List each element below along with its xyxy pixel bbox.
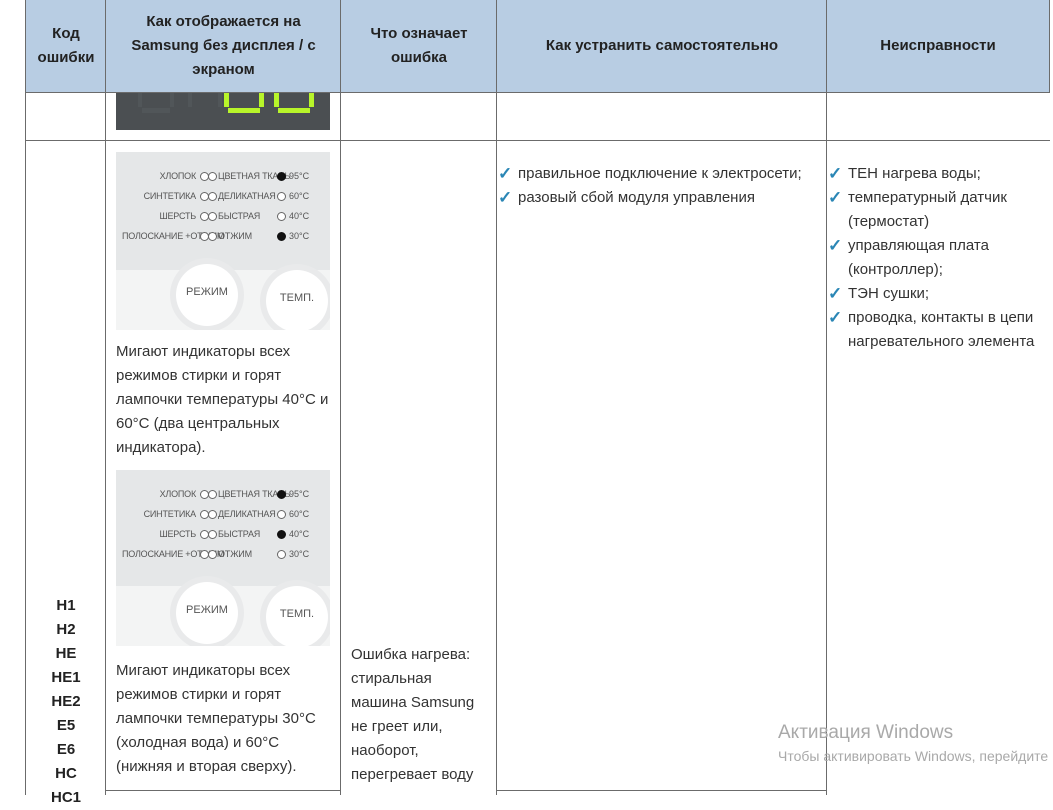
- header-code: Код ошибки: [26, 0, 106, 92]
- error-code: HE: [55, 645, 77, 662]
- error-code: HE2: [51, 693, 81, 710]
- check-icon: ✓: [498, 164, 513, 183]
- error-code: E6: [56, 741, 76, 758]
- error-meaning: Ошибка нагрева: стиральная машина Samsun…: [351, 646, 475, 783]
- mode-button: РЕЖИМ: [176, 582, 238, 644]
- segment-display-image: [116, 93, 330, 130]
- list-item: ✓правильное подключение к электросети;: [498, 162, 818, 186]
- check-icon: ✓: [828, 284, 843, 303]
- check-icon: ✓: [828, 308, 843, 327]
- list-item: ✓температурный датчик (термостат): [828, 188, 1007, 230]
- display-caption-2: Мигают индикаторы всех режимов стирки и …: [116, 662, 316, 775]
- list-item: ✓разовый сбой модуля управления: [498, 186, 818, 210]
- error-code: HE1: [51, 669, 81, 686]
- header-display: Как отображается на Samsung без дисплея …: [106, 0, 341, 92]
- windows-activation-title: Активация Windows: [778, 722, 954, 743]
- list-item: ✓ТЭН сушки;: [828, 282, 1043, 306]
- error-code-list: H1 H2 HE HE1 HE2 E5 E6 HC HC1: [26, 594, 106, 810]
- error-code: E5: [56, 717, 76, 734]
- faults-list: ✓ТЕН нагрева воды; ✓температурный датчик…: [828, 162, 1043, 354]
- check-icon: ✓: [828, 188, 843, 207]
- mode-button: РЕЖИМ: [176, 264, 238, 326]
- error-code: H1: [56, 597, 76, 614]
- list-item: ✓ТЕН нагрева воды;: [828, 162, 1043, 186]
- list-item: ✓проводка, контакты в цепи нагревательно…: [828, 308, 1035, 350]
- check-icon: ✓: [828, 236, 843, 255]
- fix-list: ✓правильное подключение к электросети; ✓…: [498, 162, 818, 210]
- error-code: HC1: [50, 789, 81, 806]
- check-icon: ✓: [498, 188, 513, 207]
- windows-activation-hint: Чтобы активировать Windows, перейдите: [778, 748, 1049, 764]
- header-meaning: Что означает ошибка: [341, 0, 497, 92]
- display-caption-1: Мигают индикаторы всех режимов стирки и …: [116, 343, 329, 456]
- header-fix: Как устранить самостоятельно: [497, 0, 827, 92]
- check-icon: ✓: [828, 164, 843, 183]
- list-item: ✓управляющая плата (контроллер);: [828, 236, 989, 278]
- error-code: H2: [56, 621, 76, 638]
- error-code: HC: [55, 765, 77, 782]
- temp-button: ТЕМП.: [266, 270, 328, 330]
- header-faults: Неисправности: [827, 0, 1049, 92]
- temp-button: ТЕМП.: [266, 586, 328, 646]
